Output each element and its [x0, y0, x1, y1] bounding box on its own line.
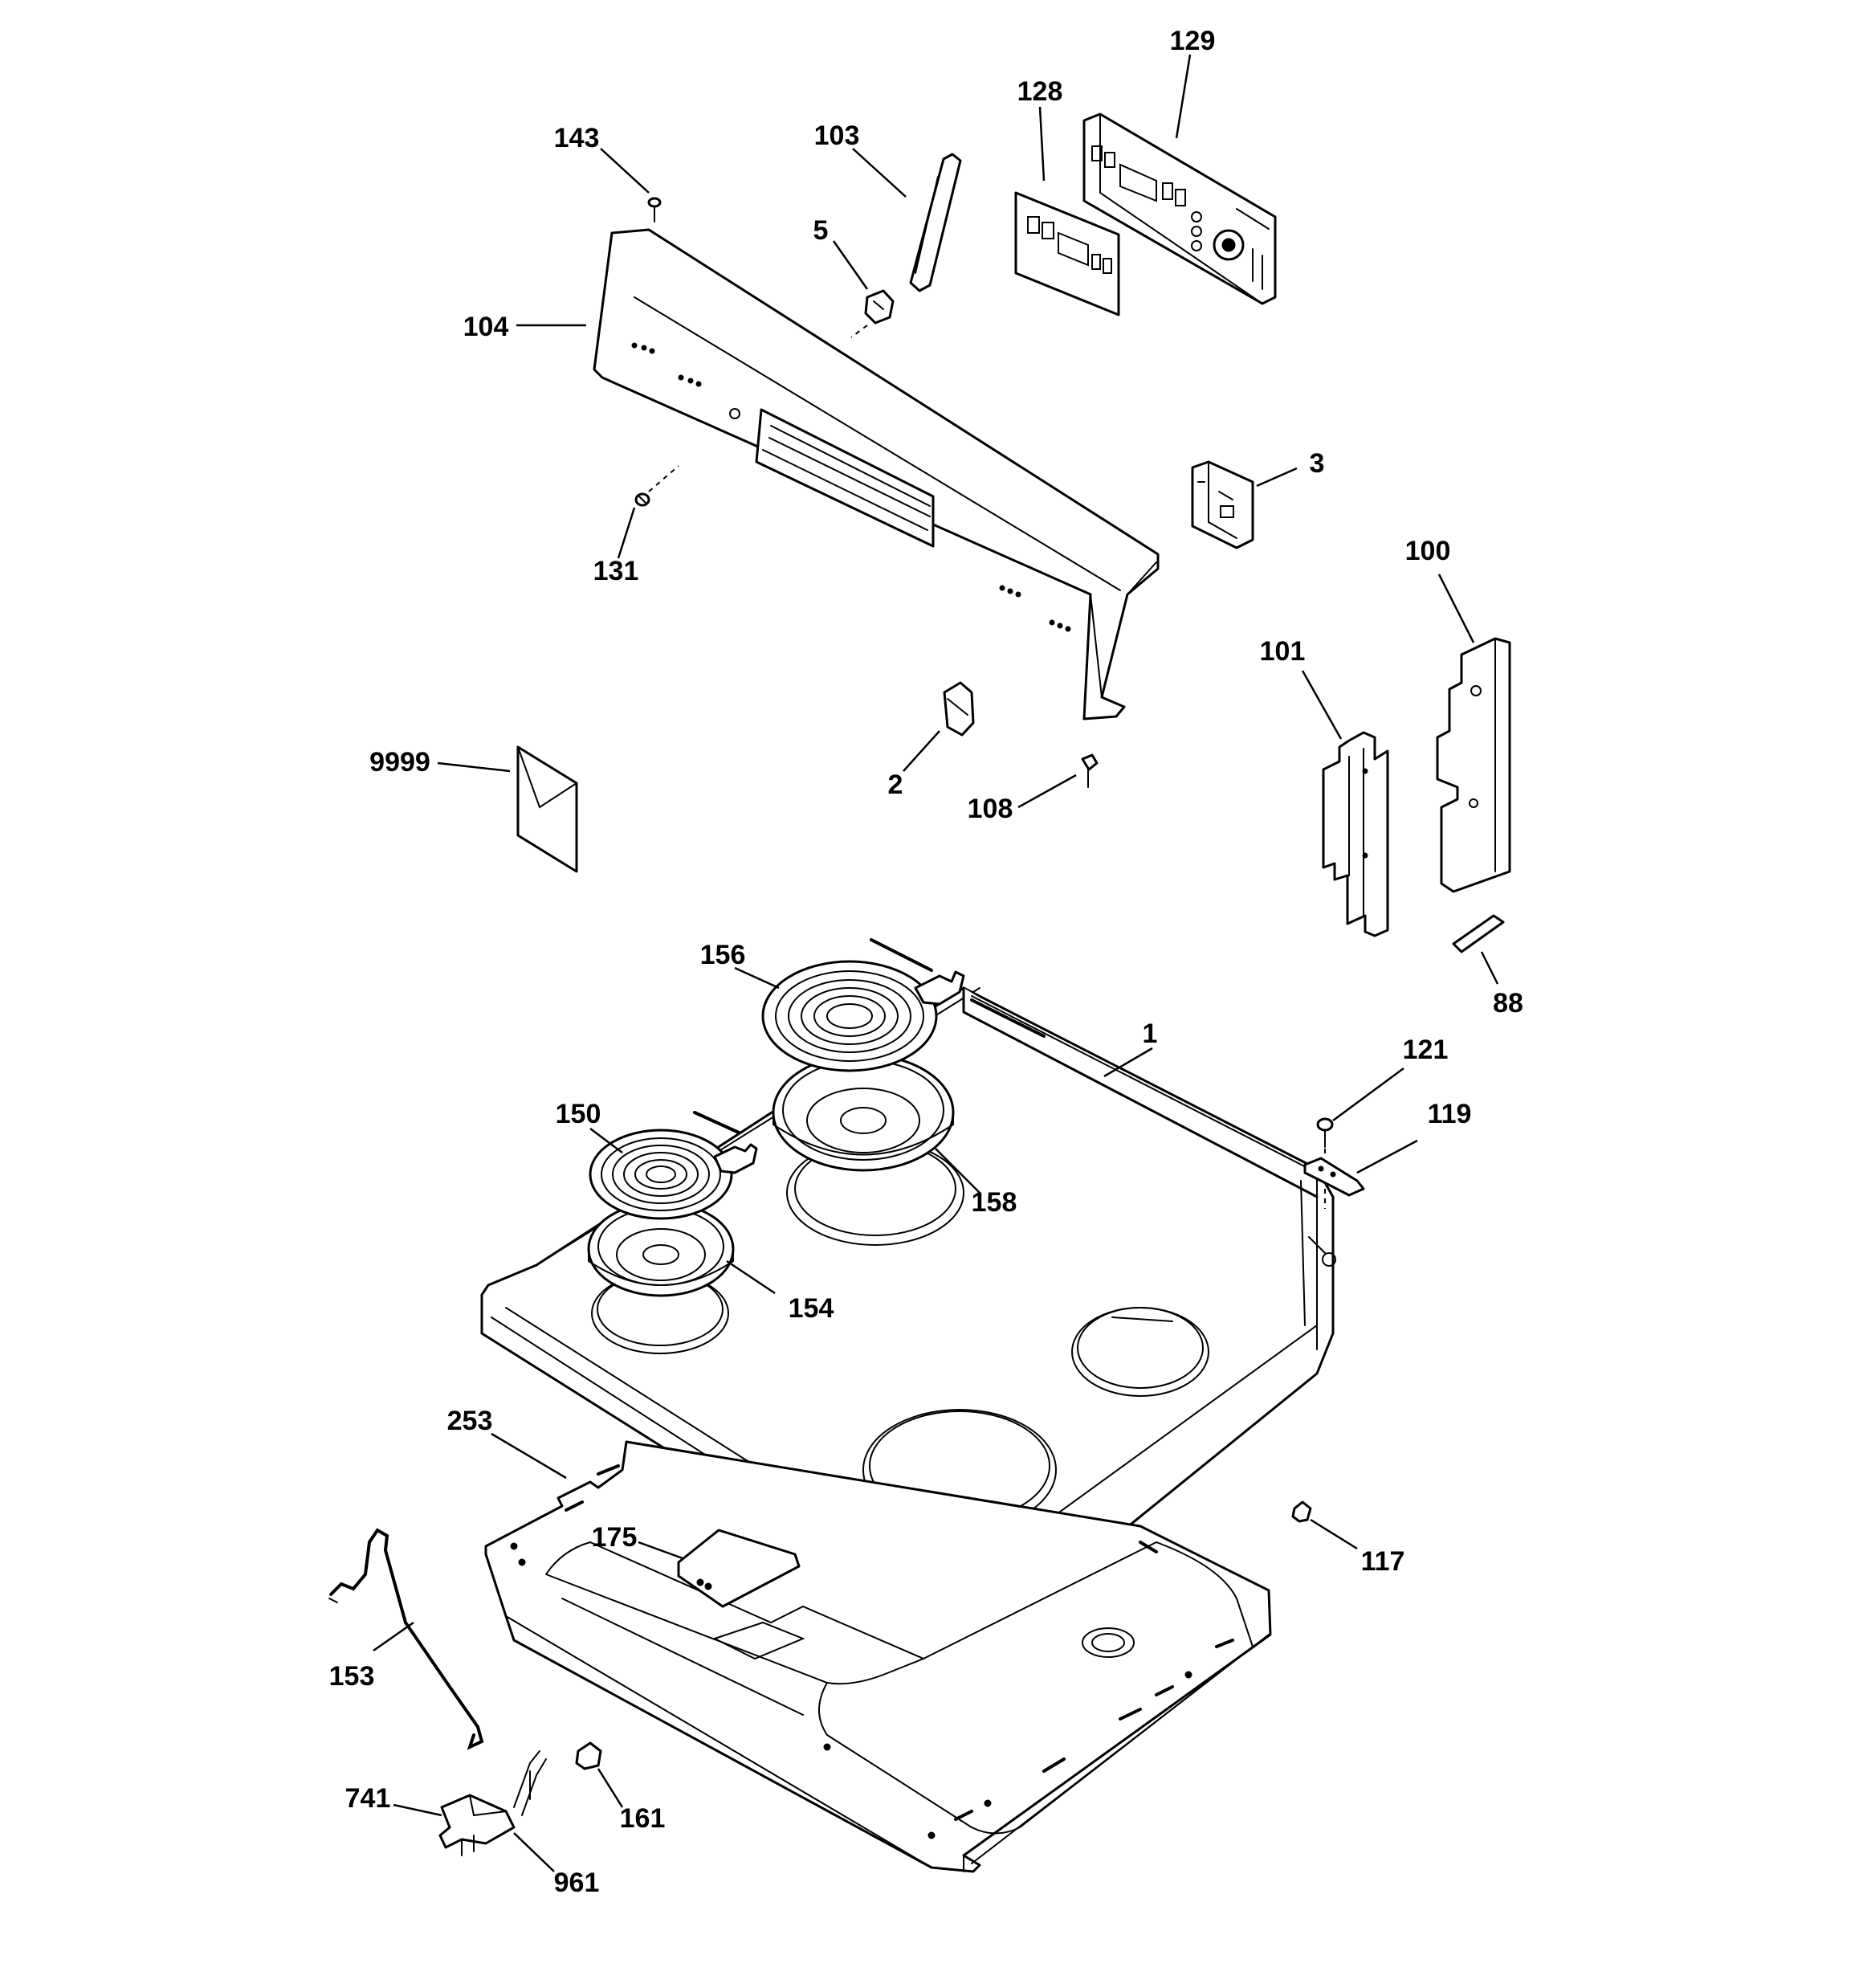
cover-175-icon — [677, 1529, 801, 1608]
callout-129: 129 — [1170, 26, 1216, 56]
screw-121-icon — [1316, 1117, 1334, 1157]
relay-3-icon — [1191, 460, 1254, 549]
callout-108: 108 — [968, 794, 1013, 824]
callout-121: 121 — [1403, 1035, 1449, 1065]
callout-153: 153 — [329, 1661, 375, 1692]
clip-5-icon — [850, 289, 895, 338]
callout-175: 175 — [592, 1522, 638, 1553]
callout-253: 253 — [447, 1406, 493, 1436]
screw-131-icon — [634, 465, 679, 507]
callout-161: 161 — [620, 1803, 666, 1834]
callout-3: 3 — [1310, 448, 1325, 479]
bracket-103-icon — [909, 153, 962, 292]
literature-9999-icon — [516, 745, 578, 873]
bracket-101-icon — [1322, 731, 1389, 937]
callout-103: 103 — [814, 120, 860, 151]
knob-2-icon — [943, 681, 975, 737]
burner-box-253 — [484, 1440, 1272, 1873]
callout-101: 101 — [1260, 636, 1306, 667]
callout-100: 100 — [1405, 536, 1451, 566]
callout-128: 128 — [1017, 76, 1063, 107]
callout-1: 1 — [1143, 1018, 1158, 1049]
callout-labels: 129 128 143 103 5 104 3 131 100 101 9999… — [329, 26, 1523, 1898]
callout-5: 5 — [813, 215, 829, 246]
callout-156: 156 — [700, 940, 746, 970]
callout-961: 961 — [554, 1868, 600, 1898]
drip-pan-154-icon — [587, 1201, 735, 1297]
callout-2: 2 — [888, 769, 903, 800]
panel-holes — [631, 342, 1071, 632]
clip-161-icon — [575, 1741, 602, 1770]
callout-158: 158 — [972, 1187, 1017, 1218]
bracket-119-icon — [1303, 1157, 1365, 1209]
screw-143-icon — [647, 197, 662, 222]
surface-unit-156-icon — [761, 938, 1046, 1072]
surface-unit-150-icon — [589, 1111, 758, 1220]
callout-150: 150 — [556, 1099, 601, 1129]
callout-9999: 9999 — [369, 747, 430, 778]
trim-88-icon — [1452, 914, 1505, 953]
callout-104: 104 — [463, 312, 509, 342]
callout-741: 741 — [345, 1783, 391, 1814]
callout-131: 131 — [593, 556, 639, 586]
callout-117: 117 — [1361, 1546, 1405, 1577]
drip-pan-158-icon — [772, 1053, 955, 1172]
control-panel-backsplash — [593, 228, 1160, 720]
switch-741-icon — [438, 1750, 547, 1856]
control-overlay-128-icon — [1014, 191, 1120, 316]
control-board-129-icon — [1082, 112, 1277, 305]
screw-108-icon — [1081, 753, 1099, 788]
rod-153-icon — [328, 1528, 484, 1750]
clip-117-icon — [1291, 1500, 1312, 1523]
callout-143: 143 — [554, 123, 600, 153]
callout-88: 88 — [1493, 988, 1523, 1018]
side-trim-100-icon — [1436, 637, 1511, 893]
leader-lines — [373, 54, 1499, 1872]
callout-119: 119 — [1428, 1099, 1472, 1129]
callout-154: 154 — [789, 1293, 834, 1324]
